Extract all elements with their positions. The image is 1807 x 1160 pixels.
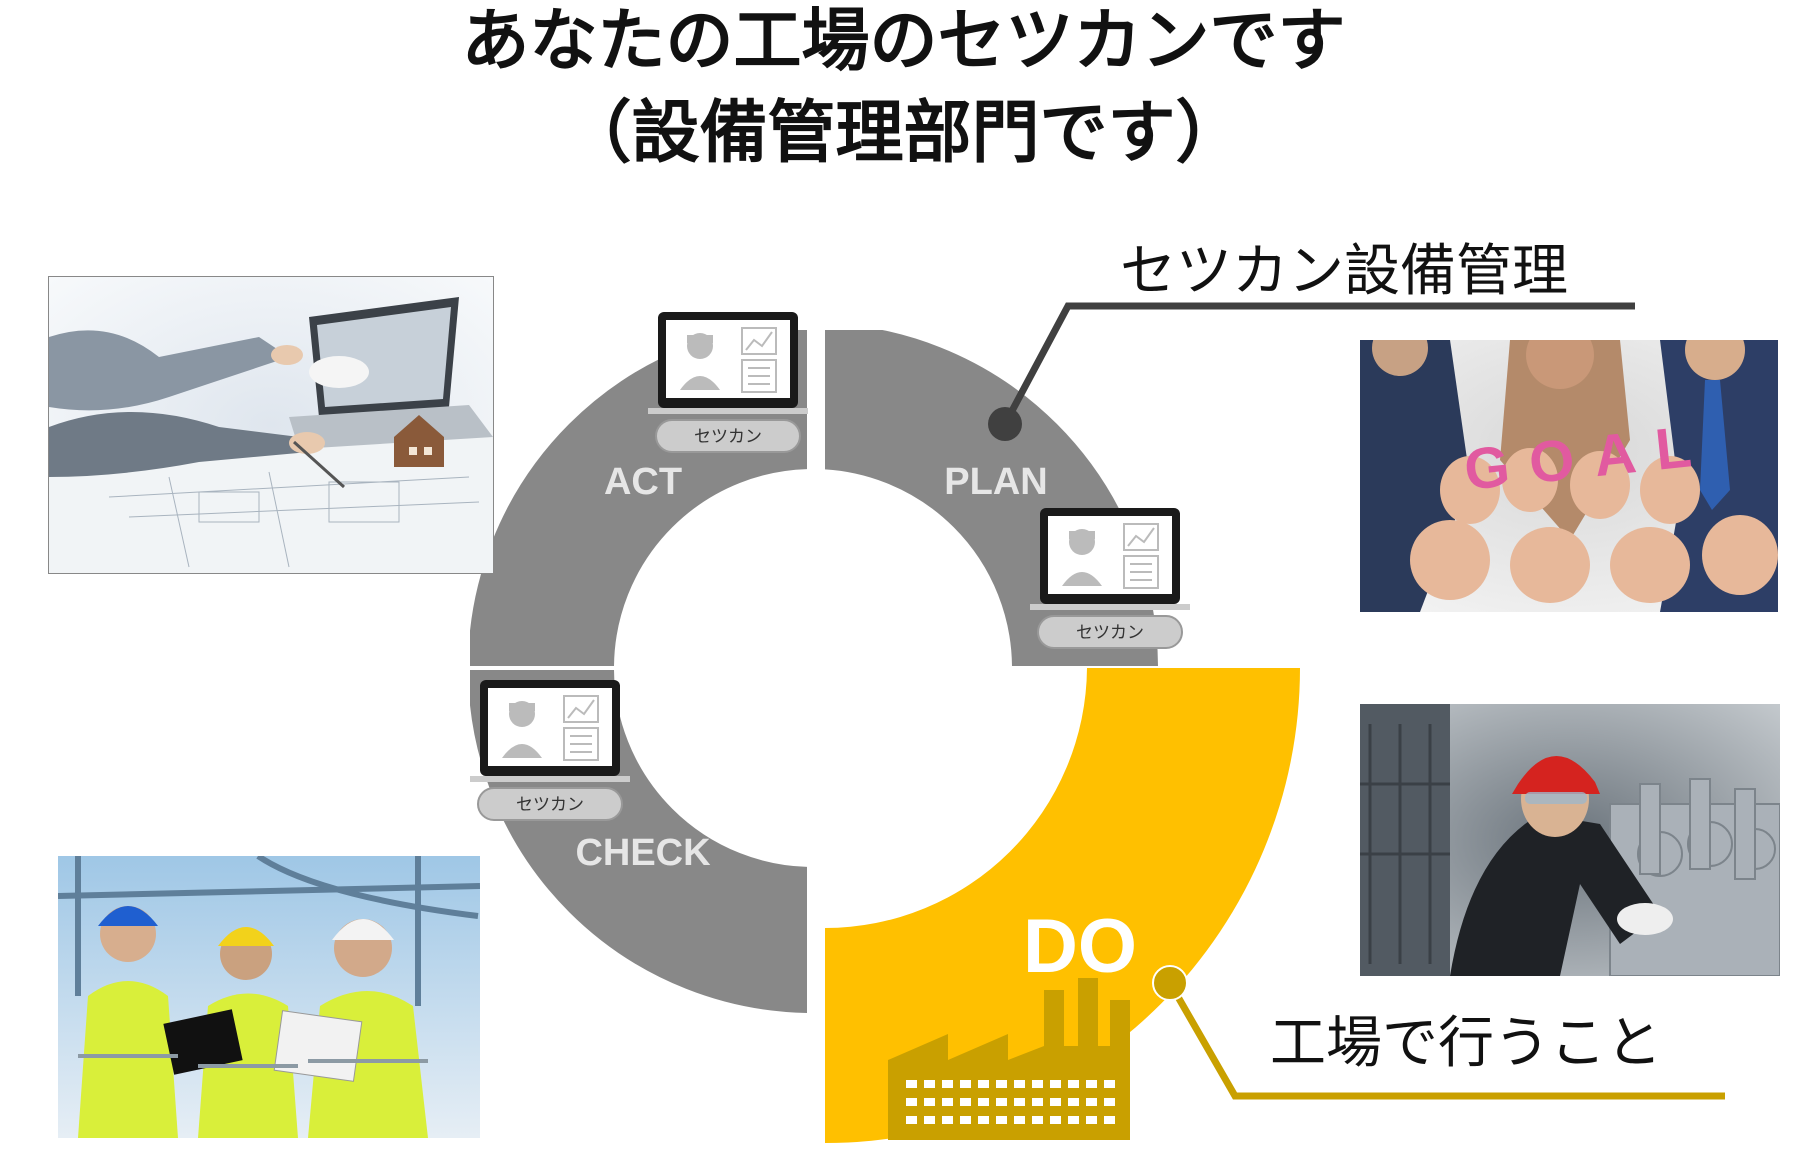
- check-label: CHECK: [575, 832, 711, 874]
- goal-team-photo: GOAL: [1360, 340, 1778, 612]
- factory-callout: 工場で行うこと: [1152, 965, 1725, 1100]
- factory-callout-label: 工場で行うこと: [1270, 1011, 1662, 1076]
- title-line-1: あなたの工場のセツカンです: [461, 2, 1346, 81]
- laptop-monitor-icon-act: セツカン: [648, 312, 808, 453]
- laptop-monitor-icon-check: セツカン: [470, 680, 630, 821]
- title-line-2: （設備管理部門です）: [563, 94, 1244, 173]
- laptop-badge-plan: セツカン: [1076, 623, 1144, 643]
- laptop-badge-check: セツカン: [516, 795, 584, 815]
- setsukan-callout: セツカン設備管理: [988, 239, 1635, 441]
- setsukan-callout-label: セツカン設備管理: [1120, 239, 1568, 304]
- laptop-monitor-icon-plan: セツカン: [1030, 508, 1190, 649]
- do-quadrant: [825, 668, 1300, 1143]
- do-label: DO: [1023, 904, 1137, 989]
- mechanic-photo: [1360, 704, 1780, 976]
- factory-icon: [888, 978, 1130, 1140]
- laptop-badge-act: セツカン: [694, 427, 762, 447]
- plan-label: PLAN: [944, 461, 1047, 503]
- workers-hardhat-photo: [58, 856, 480, 1138]
- act-label: ACT: [604, 461, 682, 503]
- architect-desk-photo: [48, 276, 494, 574]
